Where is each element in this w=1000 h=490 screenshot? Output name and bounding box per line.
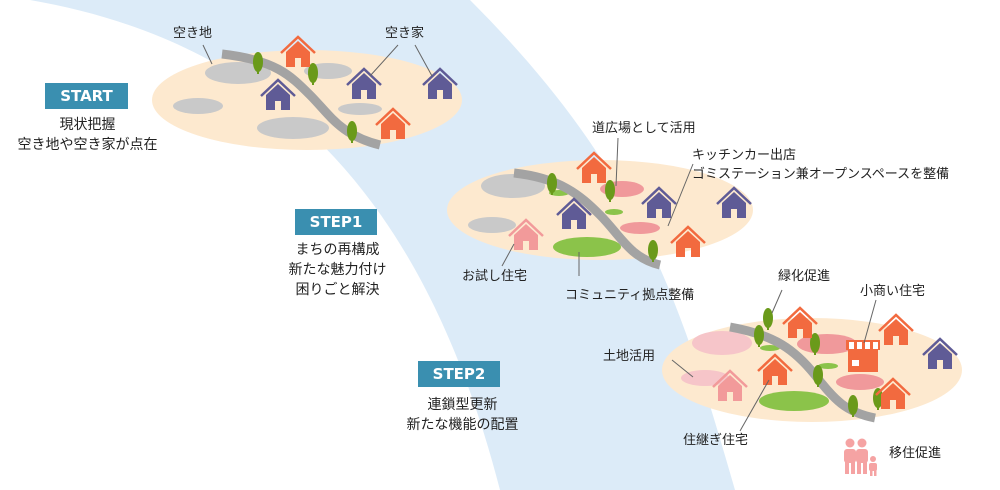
label-shop-house: 小商い住宅 bbox=[860, 284, 926, 299]
vacant-house-icon bbox=[922, 337, 958, 369]
start-line: 現状把握 bbox=[59, 117, 116, 133]
tree-icon bbox=[347, 121, 357, 143]
tree-icon bbox=[873, 388, 883, 410]
trial-house-icon bbox=[712, 369, 748, 401]
label-inherited-house: 住継ぎ住宅 bbox=[683, 433, 749, 448]
house-icon bbox=[670, 225, 706, 257]
step2-line: 連鎖型更新 bbox=[427, 397, 498, 413]
label-community-hub: コミュニティ拠点整備 bbox=[565, 288, 695, 303]
start-description: 現状把握 空き地や空き家が点在 bbox=[5, 115, 170, 155]
trial-house-icon bbox=[508, 218, 544, 250]
step1-description: まちの再構成 新たな魅力付け 困りごと解決 bbox=[255, 240, 420, 300]
leader-lines bbox=[202, 44, 877, 432]
label-vacant-house: 空き家 bbox=[385, 26, 425, 41]
family-icon bbox=[844, 438, 877, 476]
vacant-lot bbox=[468, 217, 516, 233]
house-icon bbox=[280, 35, 316, 67]
tree-icon bbox=[848, 395, 858, 417]
vacant-lot bbox=[257, 117, 329, 139]
vacant-house-icon bbox=[346, 67, 382, 99]
house-icon bbox=[782, 306, 818, 338]
community-lot bbox=[553, 237, 621, 257]
tree-icon bbox=[763, 308, 773, 330]
step1-line: 新たな魅力付け bbox=[288, 262, 387, 278]
tree-icon bbox=[648, 240, 658, 262]
tree-icon bbox=[813, 365, 823, 387]
step2-description: 連鎖型更新 新たな機能の配置 bbox=[380, 395, 545, 435]
green-lot bbox=[760, 345, 780, 351]
vacant-house-icon bbox=[422, 67, 458, 99]
tree-icon bbox=[547, 173, 557, 195]
vacant-house-icon bbox=[641, 186, 677, 218]
tree-icon bbox=[605, 180, 615, 202]
green-lot bbox=[818, 363, 838, 369]
progress-band bbox=[30, 0, 735, 490]
community-lot bbox=[759, 391, 829, 411]
label-road-plaza: 道広場として活用 bbox=[592, 121, 696, 136]
open-space-lot bbox=[836, 374, 884, 390]
vacant-house-icon bbox=[260, 78, 296, 110]
land-lot bbox=[692, 331, 752, 355]
vacant-house-icon bbox=[716, 186, 752, 218]
label-migration: 移住促進 bbox=[889, 446, 942, 461]
label-greening: 緑化促進 bbox=[778, 269, 831, 284]
label-garbage-station: ゴミステーション兼オープンスペースを整備 bbox=[692, 167, 950, 182]
house-icon bbox=[875, 377, 911, 409]
tree-icon bbox=[810, 333, 820, 355]
vacant-lot bbox=[173, 98, 223, 114]
vacant-lot bbox=[338, 103, 382, 115]
house-icon bbox=[757, 353, 793, 385]
step1-line: まちの再構成 bbox=[295, 242, 380, 258]
label-vacant-land: 空き地 bbox=[173, 26, 213, 41]
tree-icon bbox=[754, 325, 764, 347]
vacant-lot bbox=[481, 174, 545, 198]
shop-house-icon bbox=[846, 340, 880, 372]
step1-line: 困りごと解決 bbox=[295, 282, 380, 298]
house-icon bbox=[375, 107, 411, 139]
step1-badge: STEP1 bbox=[295, 209, 377, 235]
label-land-use: 土地活用 bbox=[603, 349, 656, 364]
label-trial-house: お試し住宅 bbox=[462, 269, 528, 284]
start-line: 空き地や空き家が点在 bbox=[17, 137, 158, 153]
vacant-house-icon bbox=[556, 197, 592, 229]
step2-line: 新たな機能の配置 bbox=[406, 417, 519, 433]
green-lot bbox=[605, 209, 623, 215]
house-icon bbox=[878, 313, 914, 345]
label-kitchen-car: キッチンカー出店 bbox=[692, 148, 797, 163]
house-icon bbox=[576, 151, 612, 183]
start-badge: START bbox=[45, 83, 128, 109]
open-space-lot bbox=[620, 222, 660, 234]
tree-icon bbox=[308, 63, 318, 85]
tree-icon bbox=[253, 52, 263, 74]
step2-badge: STEP2 bbox=[418, 361, 500, 387]
